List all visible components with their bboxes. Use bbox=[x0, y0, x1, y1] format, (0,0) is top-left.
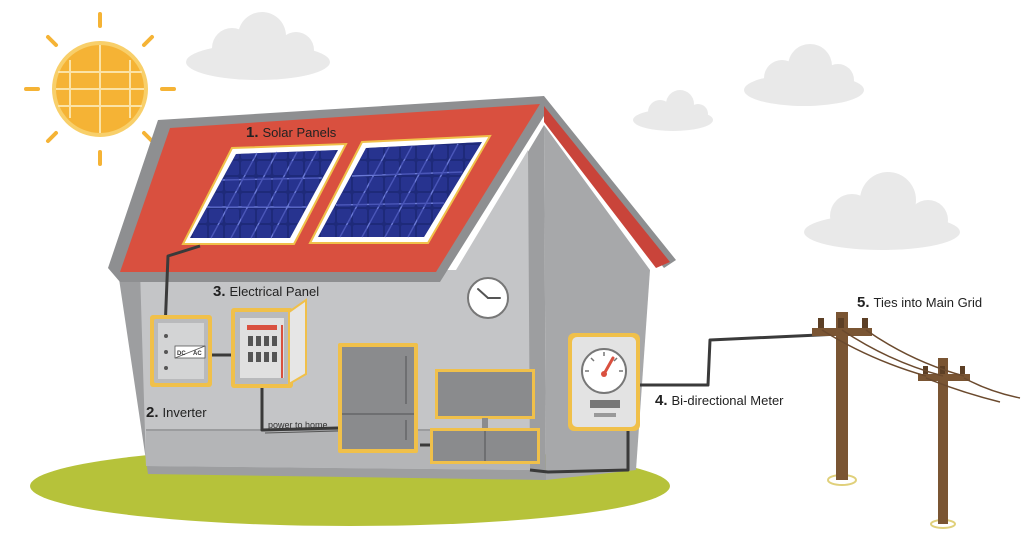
tv-cabinet bbox=[430, 428, 540, 464]
inverter-dc-label: DC bbox=[177, 351, 186, 357]
label-number: 3. bbox=[213, 283, 226, 300]
bi-directional-meter bbox=[568, 333, 640, 431]
roof-right-slope bbox=[544, 106, 670, 268]
clock-icon bbox=[467, 277, 509, 319]
power-lines bbox=[821, 329, 1021, 403]
label-electrical-panel: 3.Electrical Panel bbox=[213, 284, 319, 300]
television bbox=[435, 369, 535, 432]
utility-pole-icon bbox=[812, 312, 872, 486]
label-text: Electrical Panel bbox=[229, 284, 320, 299]
label-number: 2. bbox=[146, 404, 159, 421]
label-solar-panels: 1.Solar Panels bbox=[246, 125, 336, 141]
label-text: Inverter bbox=[162, 405, 207, 420]
label-text: Ties into Main Grid bbox=[873, 295, 983, 310]
label-number: 5. bbox=[857, 294, 870, 311]
power-to-home-label: power to home bbox=[268, 420, 328, 430]
label-inverter: 2.Inverter bbox=[146, 405, 207, 421]
cloud-icon bbox=[186, 12, 330, 80]
solar-panel-right bbox=[308, 134, 492, 244]
label-number: 4. bbox=[655, 392, 668, 409]
cloud-icon bbox=[804, 172, 960, 250]
label-grid: 5.Ties into Main Grid bbox=[857, 295, 982, 311]
label-meter: 4.Bi-directional Meter bbox=[655, 393, 784, 409]
cloud-icon bbox=[633, 90, 713, 131]
label-number: 1. bbox=[246, 124, 259, 141]
power-to-home-wire bbox=[264, 430, 339, 434]
inverter-box: DC AC bbox=[150, 315, 212, 387]
wiring bbox=[163, 244, 841, 474]
utility-pole-icon bbox=[918, 358, 970, 529]
refrigerator bbox=[338, 343, 418, 453]
label-text: Bi-directional Meter bbox=[671, 393, 784, 408]
label-text: Solar Panels bbox=[262, 125, 337, 140]
inverter-ac-label: AC bbox=[193, 351, 202, 357]
sun-icon bbox=[24, 12, 176, 166]
cloud-icon bbox=[744, 44, 864, 106]
solar-panel-left bbox=[181, 142, 348, 245]
meter-gauge-icon bbox=[581, 348, 627, 394]
electrical-panel-box bbox=[231, 298, 307, 388]
house-interior bbox=[140, 150, 530, 470]
